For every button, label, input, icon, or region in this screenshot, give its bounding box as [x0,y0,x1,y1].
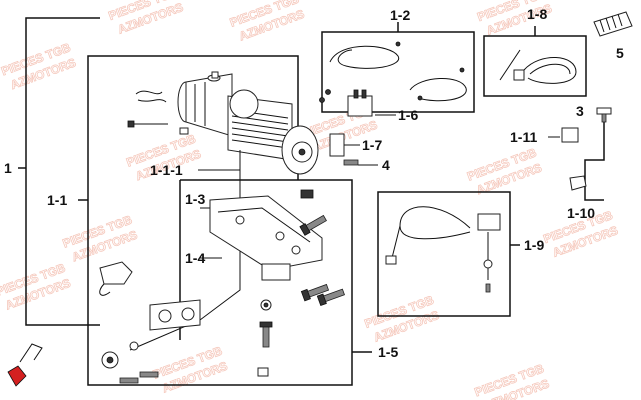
nut-part [257,367,269,377]
cable-plug [499,49,521,81]
motor-body [185,73,233,137]
fairlead-roller [181,307,195,321]
callout-1-11: 1-11 [510,129,537,145]
callout-labels: 1 1-1 1-1-1 1-2 1-3 1-4 1-5 1-6 1-7 1-8 … [4,6,624,360]
callout-3: 3 [576,103,584,119]
cable-tie-head [127,120,135,128]
drum-flange [229,89,259,119]
bolt-part [343,159,359,166]
switch-parts [561,107,612,191]
nut-part [211,71,219,79]
bolt-part [139,371,159,378]
bolt-set [257,189,345,377]
mount-hole [291,245,301,255]
callout-1-4: 1-4 [185,250,205,266]
box-main [118,179,353,386]
bolt-part [119,377,139,384]
bracket-1-1 [87,55,118,386]
grip-part-5 [593,11,633,37]
cable-loop [337,49,353,67]
washer-part [483,259,493,269]
plug-body [513,69,525,81]
remote-cable-1-9 [385,206,501,293]
cable-end [395,41,401,47]
solenoid-drawing [319,89,373,166]
nut-part [300,189,314,199]
fairlead-frame [149,299,201,331]
grip-body [593,11,633,37]
solenoid-body [347,95,373,117]
cable-loop [523,57,577,84]
gearbox-center [298,148,306,156]
screw-part-3 [596,107,612,115]
cable-run [391,225,401,259]
mounting-plate-drawing [209,195,323,281]
screw-part [319,97,325,103]
mount-plate-edge [217,207,311,243]
cable-set-1-2 [329,41,467,102]
callout-1-5: 1-5 [378,344,398,360]
cable-loop [529,63,571,75]
callout-1-2: 1-2 [390,7,410,23]
bracket-1-10 [584,120,605,180]
box-1-8 [483,35,587,97]
remote-switch-body [477,213,501,231]
bracket-part [19,343,43,363]
solenoid-terminal [361,89,367,99]
bracket-1 [25,17,100,326]
connector-part [385,255,397,265]
washer-hole [263,302,269,308]
callout-1-3: 1-3 [185,191,205,207]
bracket-part-1-10 [569,175,587,191]
fairlead-roller [158,309,172,323]
clip-part [135,90,163,95]
callout-1-8: 1-8 [527,6,547,22]
clip-part [137,99,167,103]
bolt-part [316,288,345,307]
callout-5: 5 [616,45,624,61]
screw-shank [601,113,607,123]
winch-motor-drawing [177,73,319,175]
screw-part [485,283,491,293]
bracket-1-7-part [329,133,345,157]
callout-4: 4 [382,157,390,173]
vertical-bolt-part [259,321,273,348]
callout-1-6: 1-6 [398,107,418,123]
group-frames [18,17,605,386]
switch-body-1-11 [561,127,579,143]
cable-set-1-8 [499,49,577,84]
cable-loop [329,45,400,69]
solenoid-terminal [353,89,359,99]
cable-end [417,95,423,101]
shackle-loop [99,283,111,296]
nut-part [179,127,189,135]
callout-1-9: 1-9 [524,237,544,253]
bolt-part [299,214,327,236]
cable-end [459,67,465,73]
leader-1-10 [584,180,604,201]
shackle-part [99,261,133,285]
plate-bracket [261,263,291,281]
bolt-part [300,283,330,302]
callout-1-7: 1-7 [362,137,382,153]
cable-loop [399,206,471,240]
stopper-part [129,341,139,351]
mount-hole [275,231,285,241]
screw-part [325,89,331,95]
mount-hole [235,215,245,225]
fairlead-drawing [99,261,201,384]
callout-1: 1 [4,160,12,176]
watermark-layer: PIECES TGB AZMOTORS PIECES TGB AZMOTORS … [0,0,620,400]
callout-1-1: 1-1 [47,192,67,208]
small-parts-left [127,71,219,135]
callout-1-10: 1-10 [567,205,595,221]
box-1-9 [377,191,511,317]
cable-loop [409,77,467,102]
hook-center [106,356,114,364]
tgb-logo-icon [7,343,43,387]
callout-1-1-1: 1-1-1 [150,162,183,178]
